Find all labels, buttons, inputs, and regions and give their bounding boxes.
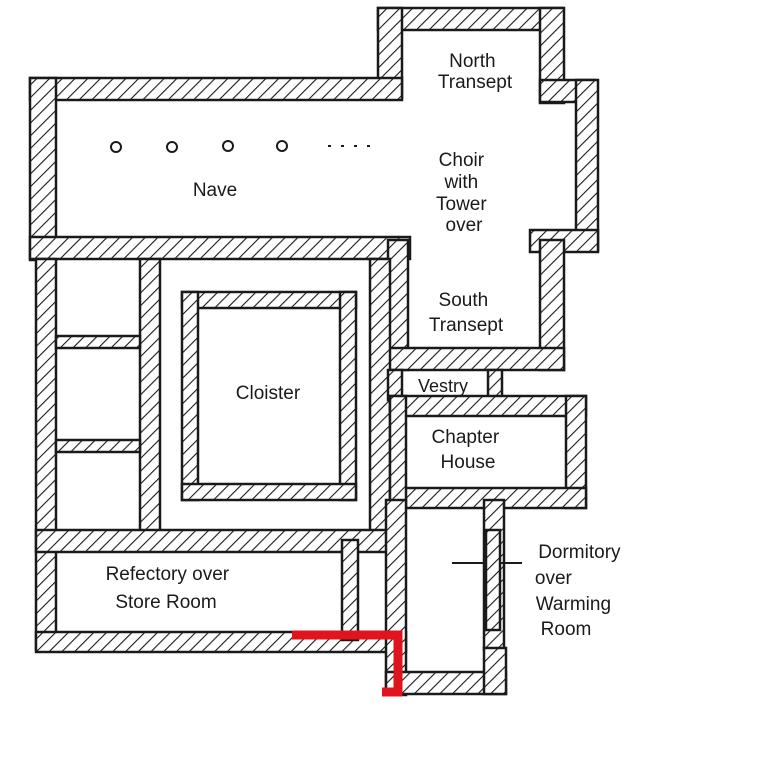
cloister-walls	[180, 290, 358, 502]
nave-label: Nave	[193, 180, 237, 201]
nave-pillars	[110, 140, 370, 153]
dormitory-label: Dormitory over Warming Room	[535, 542, 626, 640]
chapter-house-label: Chapter House	[432, 427, 505, 473]
north-transept-label: North Transept	[438, 51, 513, 93]
south-transept-label: South Transept	[429, 290, 504, 336]
pillar-icon	[110, 141, 122, 153]
chapter-house-walls	[388, 394, 588, 510]
choir-walls	[528, 78, 600, 254]
vestry-label: Vestry	[418, 376, 468, 396]
cloister-label: Cloister	[236, 383, 301, 404]
dormitory-stair	[452, 528, 522, 632]
pillar-icon	[222, 140, 234, 152]
nave-walls	[28, 76, 412, 262]
south-transept-walls	[386, 238, 566, 372]
cloister-range-walls	[34, 257, 392, 651]
red-marker	[292, 630, 403, 697]
pillar-icon	[276, 140, 288, 152]
choir-label: Choir with Tower over	[436, 150, 492, 236]
pillar-icon	[166, 141, 178, 153]
refectory-label: Refectory over Store Room	[106, 564, 235, 613]
